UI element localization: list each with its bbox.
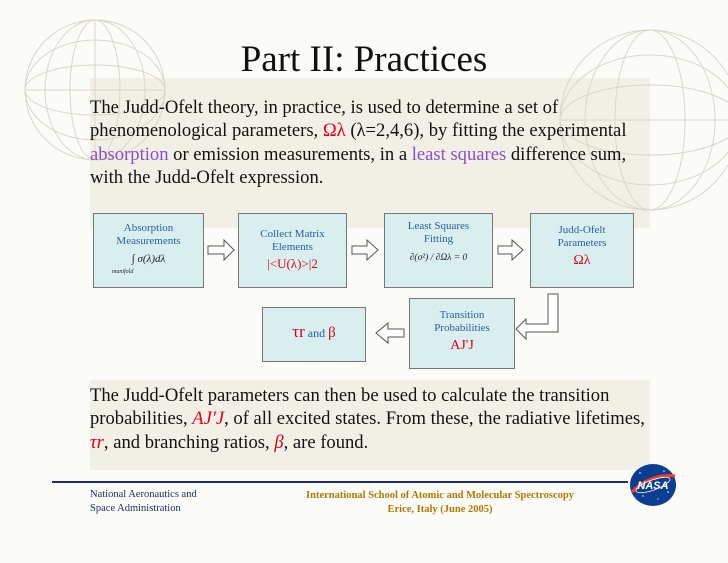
intro-text-3: or emission measurements, in a	[168, 143, 412, 165]
absorption-word: absorption	[90, 143, 169, 165]
box6-beta-symbol: β	[328, 325, 336, 341]
box4-omega-symbol: Ωλ	[573, 253, 591, 268]
box6-and-text: and	[304, 326, 329, 340]
conclusion-text-3: , and branching ratios,	[103, 431, 275, 453]
footer-agency-line1: National Aeronautics and	[90, 489, 197, 500]
footer-divider-left	[52, 481, 90, 483]
intro-text-2: (λ=2,4,6), by fitting the experimental	[345, 120, 627, 142]
conclusion-text-4: , are found.	[283, 431, 369, 453]
box5-a-symbol: AJ'J	[450, 338, 474, 353]
judd-ofelt-parameters-box: Judd-Ofelt Parameters Ωλ	[530, 213, 634, 288]
collect-matrix-elements-box: Collect Matrix Elements |<U(λ)>|2	[238, 213, 347, 288]
tau-r-symbol: τr	[90, 431, 104, 453]
footer-event: International School of Atomic and Molec…	[270, 489, 610, 517]
conclusion-text-1: The Judd-Ofelt parameters can then be us…	[90, 385, 610, 430]
a-jj-symbol: AJ'J	[192, 408, 225, 430]
box3-line1: Least Squares	[407, 220, 470, 232]
arrow-elbow-down-left	[515, 293, 559, 341]
transition-probabilities-box: Transition Probabilities AJ'J	[409, 298, 515, 369]
box1-line1: Absorption	[123, 222, 174, 234]
box6-tau-symbol: τr	[292, 322, 305, 341]
box2-formula: |<U(λ)>|2	[267, 256, 318, 271]
footer-divider	[90, 481, 628, 483]
footer-agency-line2: Space Administration	[90, 503, 181, 514]
box2-line2: Elements	[272, 241, 313, 253]
box5-line1: Transition	[439, 309, 485, 321]
arrow-right-1	[207, 238, 235, 262]
nasa-logo-text: NASA	[637, 480, 668, 492]
arrow-left-1	[375, 321, 405, 345]
box3-formula: ∂(σ²) / ∂Ωλ = 0	[409, 253, 468, 263]
page-title: Part II: Practices	[240, 39, 488, 80]
conclusion-paragraph: The Judd-Ofelt parameters can then be us…	[90, 384, 650, 454]
footer-event-line1: International School of Atomic and Molec…	[306, 490, 574, 501]
box5-line2: Probabilities	[434, 322, 490, 334]
box1-formula: ∫ σ(λ)dλ	[131, 253, 166, 265]
box1-line2: Measurements	[116, 235, 181, 247]
box2-line1: Collect Matrix	[260, 228, 325, 240]
box3-line2: Fitting	[423, 233, 454, 245]
beta-symbol: β	[274, 431, 284, 453]
arrow-right-2	[351, 238, 379, 262]
least-squares-fitting-box: Least Squares Fitting ∂(σ²) / ∂Ωλ = 0	[384, 213, 493, 288]
nasa-logo-icon: NASA	[630, 464, 676, 506]
footer-agency: National Aeronautics and Space Administr…	[90, 488, 197, 516]
least-squares-word: least squares	[411, 143, 507, 165]
intro-text-1: The Judd-Ofelt theory, in practice, is u…	[90, 97, 559, 142]
intro-paragraph: The Judd-Ofelt theory, in practice, is u…	[90, 96, 650, 189]
lifetimes-branching-box: τr and β	[262, 307, 366, 362]
omega-lambda-symbol: Ωλ	[322, 120, 346, 142]
intro-text-4: difference sum, with the Judd-Ofelt expr…	[90, 143, 627, 188]
footer-event-line2: Erice, Italy (June 2005)	[387, 504, 493, 515]
box4-line2: Parameters	[557, 237, 607, 249]
box1-formula-subscript: manifold	[112, 269, 134, 275]
box4-line1: Judd-Ofelt	[558, 224, 606, 236]
conclusion-text-2: , of all excited states. From these, the…	[224, 408, 645, 430]
absorption-measurements-box: Absorption Measurements ∫ σ(λ)dλ manifol…	[93, 213, 204, 288]
arrow-right-3	[497, 238, 524, 262]
